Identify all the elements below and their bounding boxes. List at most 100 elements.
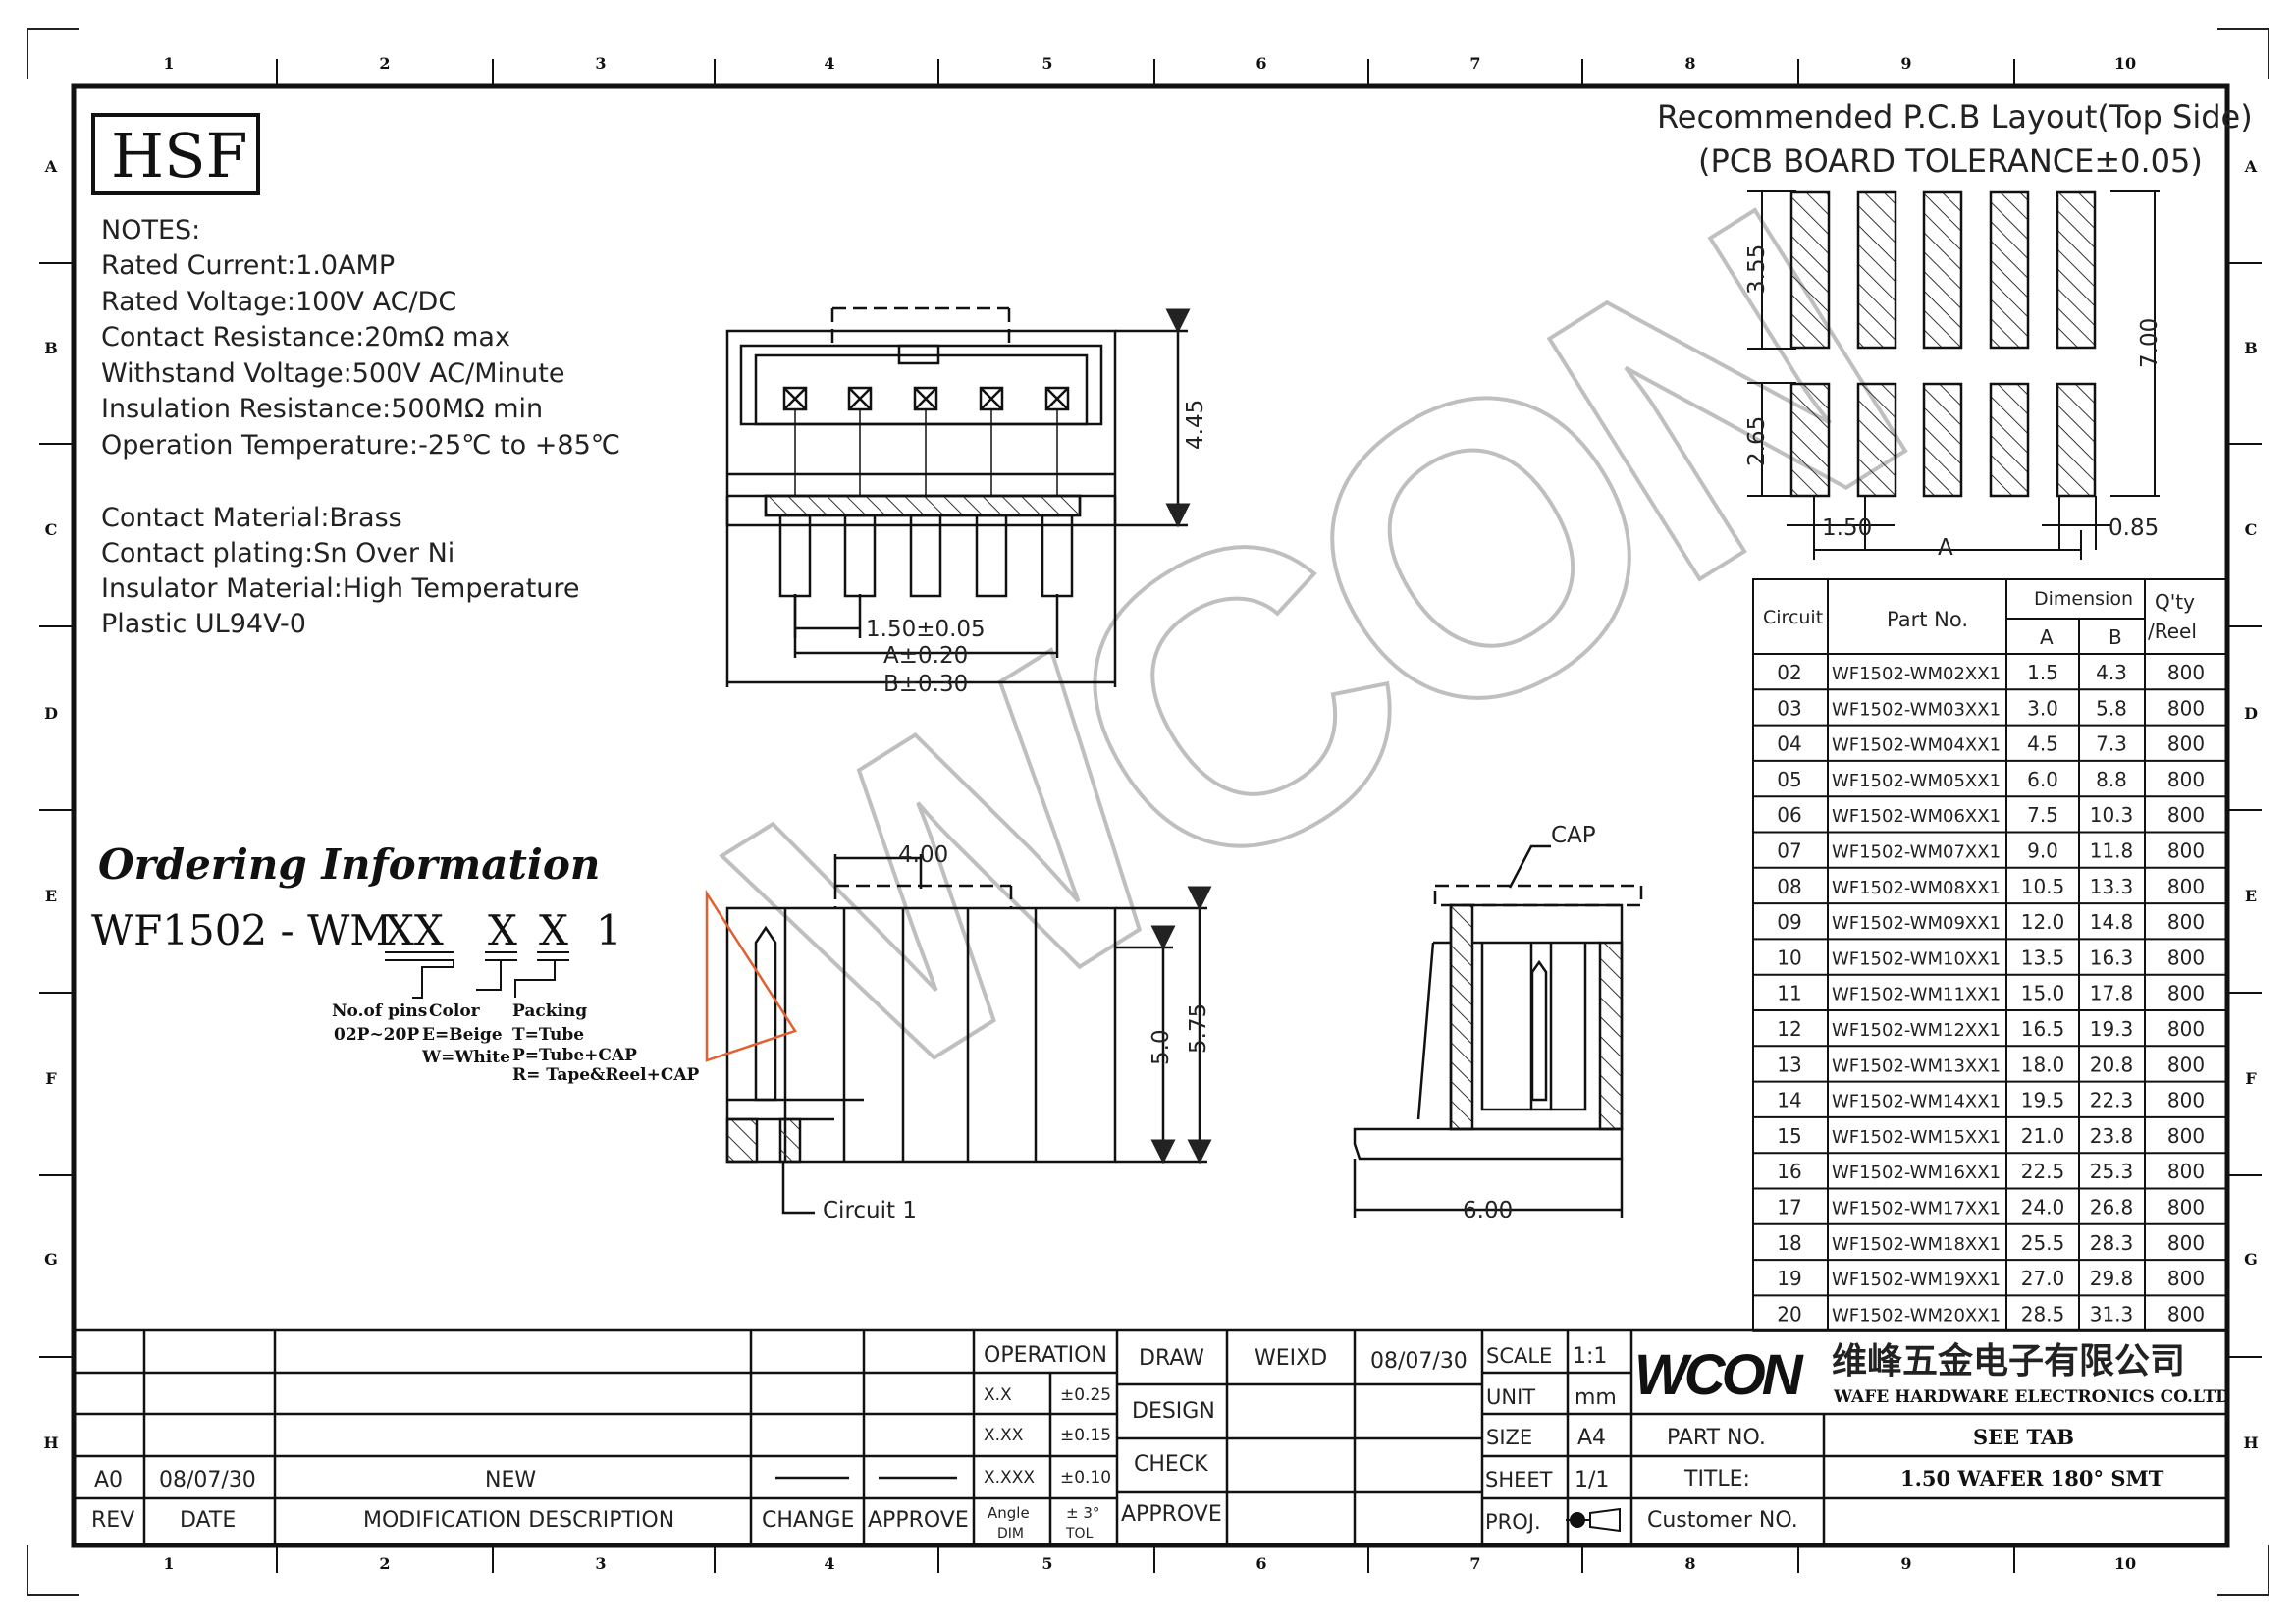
cell-a: 6.0 xyxy=(2027,768,2058,791)
cell-b: 8.8 xyxy=(2096,768,2127,791)
cell-a: 13.5 xyxy=(2021,946,2065,969)
pack-reel: R= Tape&Reel+CAP xyxy=(512,1065,700,1085)
th-qty1: Q'ty xyxy=(2155,590,2195,614)
cell-a: 3.0 xyxy=(2027,696,2058,720)
title-block: A0 08/07/30 NEW REV DATE MODIFICATION DE… xyxy=(74,1328,2230,1545)
cell-a: 7.5 xyxy=(2027,803,2058,827)
column-label: 10 xyxy=(2114,54,2136,73)
column-label: 2 xyxy=(379,1554,390,1573)
row-label: C xyxy=(2245,520,2258,539)
date-value: 08/07/30 xyxy=(159,1468,256,1492)
cell-qty: 800 xyxy=(2167,768,2205,791)
rev-value: A0 xyxy=(94,1468,123,1492)
ordering-title: Ordering Information xyxy=(98,840,600,889)
column-label: 5 xyxy=(1041,1554,1052,1573)
row-label: A xyxy=(44,157,58,176)
cell-qty: 800 xyxy=(2167,1089,2205,1112)
cell-b: 22.3 xyxy=(2090,1089,2134,1112)
note-line: Rated Current:1.0AMP xyxy=(101,250,395,281)
dim-label: DIM xyxy=(997,1526,1024,1542)
ordering-code-pack: X xyxy=(539,906,568,954)
cell-part: WF1502-WM16XX1 xyxy=(1832,1163,2001,1183)
hsf-box xyxy=(91,113,260,195)
row-label: H xyxy=(2243,1434,2258,1452)
row-label: F xyxy=(45,1069,57,1088)
pin-cross xyxy=(980,387,1003,410)
pin-cross xyxy=(1045,387,1069,410)
approve2-label: APPROVE xyxy=(1121,1502,1222,1527)
cell-a: 19.5 xyxy=(2021,1089,2065,1112)
side-view xyxy=(1353,844,1643,1218)
design-label: DESIGN xyxy=(1132,1399,1215,1424)
th-dimension: Dimension xyxy=(2034,588,2133,610)
cell-circuit: 16 xyxy=(1777,1160,1801,1183)
draw-label: DRAW xyxy=(1139,1346,1204,1371)
cell-a: 24.0 xyxy=(2021,1196,2065,1219)
proj-label: PROJ. xyxy=(1485,1510,1541,1534)
cell-qty: 800 xyxy=(2167,1302,2205,1326)
pins-label: No.of pins xyxy=(332,1001,427,1021)
cell-b: 20.8 xyxy=(2090,1053,2134,1076)
sheet-val: 1/1 xyxy=(1575,1468,1609,1492)
pack-label: Packing xyxy=(512,1001,587,1021)
column-label: 7 xyxy=(1469,54,1480,73)
cell-circuit: 09 xyxy=(1777,910,1801,934)
column-label: 8 xyxy=(1684,1554,1695,1573)
size-label: SIZE xyxy=(1486,1426,1532,1449)
cell-qty: 800 xyxy=(2167,1231,2205,1255)
pcb-title: Recommended P.C.B Layout(Top Side) xyxy=(1657,98,2253,135)
angle-label: Angle xyxy=(988,1504,1030,1522)
cell-qty: 800 xyxy=(2167,661,2205,684)
cell-b: 31.3 xyxy=(2090,1302,2134,1326)
column-label: 6 xyxy=(1255,54,1266,73)
column-label: 4 xyxy=(824,54,834,73)
note-line: Insulation Resistance:500MΩ min xyxy=(101,394,543,424)
cell-circuit: 20 xyxy=(1777,1302,1801,1326)
pack-tube: T=Tube xyxy=(512,1025,584,1045)
cell-circuit: 14 xyxy=(1777,1089,1801,1112)
title-label: TITLE: xyxy=(1683,1467,1750,1491)
rev-label: REV xyxy=(91,1508,134,1533)
column-label: 8 xyxy=(1684,54,1695,73)
tol-xx: X.XX xyxy=(984,1426,1024,1445)
zone-ticks xyxy=(39,59,2262,1573)
notes-title: NOTES: xyxy=(101,215,200,245)
cell-part: WF1502-WM03XX1 xyxy=(1832,699,2001,720)
cell-part: WF1502-WM05XX1 xyxy=(1832,771,2001,791)
ordering-code-pins: XX xyxy=(385,906,444,954)
pcb-pad-top xyxy=(1856,190,1897,350)
pcb-dim-085: 0.85 xyxy=(2109,515,2159,541)
cell-a: 1.5 xyxy=(2027,661,2058,684)
row-label: B xyxy=(44,339,58,357)
ordering-suffix: 1 xyxy=(596,906,622,954)
note-line: Insulator Material:High Temperature xyxy=(101,573,580,604)
pcb-pads xyxy=(1789,190,2097,498)
pin-leg xyxy=(909,514,942,598)
scale-label: SCALE xyxy=(1486,1344,1552,1368)
tol-label: TOL xyxy=(1065,1526,1094,1542)
cell-circuit: 05 xyxy=(1777,768,1801,791)
column-label: 1 xyxy=(163,54,174,73)
pcb-dim-150: 1.50 xyxy=(1822,515,1872,541)
cell-qty: 800 xyxy=(2167,946,2205,969)
cap-label: CAP xyxy=(1551,823,1596,848)
cell-a: 18.0 xyxy=(2021,1053,2065,1076)
cell-qty: 800 xyxy=(2167,1160,2205,1183)
circuit-label: Circuit 1 xyxy=(823,1198,917,1223)
cell-circuit: 02 xyxy=(1777,661,1801,684)
pcb-dim-355: 3.55 xyxy=(1744,244,1770,295)
pcb-pad-top xyxy=(1789,190,1831,350)
cell-a: 16.5 xyxy=(2021,1017,2065,1041)
cell-a: 10.5 xyxy=(2021,875,2065,898)
bv-dim-575: 5.75 xyxy=(1186,1003,1211,1054)
cell-b: 29.8 xyxy=(2090,1267,2134,1290)
cell-qty: 800 xyxy=(2167,875,2205,898)
cell-qty: 800 xyxy=(2167,910,2205,934)
cell-circuit: 15 xyxy=(1777,1124,1801,1148)
front-view xyxy=(725,306,1191,687)
pcb-dim-265: 2.65 xyxy=(1744,416,1770,466)
cell-circuit: 06 xyxy=(1777,803,1801,827)
part-no-label: PART NO. xyxy=(1667,1426,1766,1450)
